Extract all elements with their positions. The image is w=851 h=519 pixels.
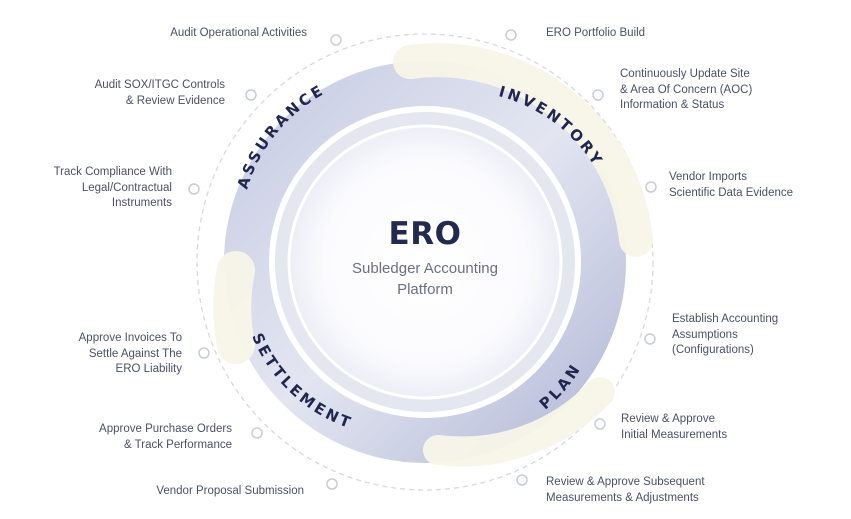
marker-approve-purchase-orders: [251, 427, 263, 439]
outer-dashed-ring: [196, 33, 654, 491]
marker-review-approve-subsequent: [516, 474, 528, 486]
swoosh-inventory: [393, 43, 653, 257]
activity-continuously-update-site: Continuously Update Site & Area Of Conce…: [620, 68, 753, 111]
activity-approve-invoices: Approve Invoices To Settle Against The E…: [78, 332, 182, 375]
activity-review-approve-subsequent: Review & Approve Subsequent Measurements…: [546, 476, 705, 504]
activity-review-approve-initial: Review & Approve Initial Measurements: [621, 413, 728, 441]
marker-audit-sox: [245, 89, 257, 101]
swoosh-plan: [423, 377, 615, 467]
marker-audit-operational: [330, 34, 342, 46]
activity-approve-purchase-orders: Approve Purchase Orders & Track Performa…: [99, 423, 232, 451]
swoosh-settlement: [213, 251, 255, 364]
marker-vendor-imports: [645, 181, 657, 193]
activity-establish-accounting: Establish Accounting Assumptions (Config…: [672, 313, 779, 356]
activity-audit-sox: Audit SOX/ITGC Controls & Review Evidenc…: [94, 79, 225, 107]
activity-markers: [188, 29, 657, 490]
center-subtitle: Subledger Accounting Platform: [352, 260, 498, 298]
activity-audit-operational: Audit Operational Activities: [170, 27, 307, 39]
marker-vendor-proposal: [326, 478, 338, 490]
activity-track-compliance: Track Compliance With Legal/Contractual …: [53, 166, 172, 209]
activity-ero-portfolio-build: ERO Portfolio Build: [546, 27, 646, 39]
activity-vendor-proposal: Vendor Proposal Submission: [156, 485, 304, 497]
inner-ring-border: [269, 106, 581, 418]
marker-approve-invoices: [198, 347, 210, 359]
inner-ring-band: [275, 112, 575, 412]
center-disc: [287, 124, 563, 400]
marker-continuously-update-site: [592, 89, 604, 101]
activity-vendor-imports: Vendor Imports Scientific Data Evidence: [669, 171, 794, 199]
center-title: ERO: [388, 216, 462, 252]
marker-ero-portfolio-build: [505, 29, 517, 41]
marker-track-compliance: [188, 183, 200, 195]
marker-establish-accounting: [644, 333, 656, 345]
marker-review-approve-initial: [594, 418, 606, 430]
